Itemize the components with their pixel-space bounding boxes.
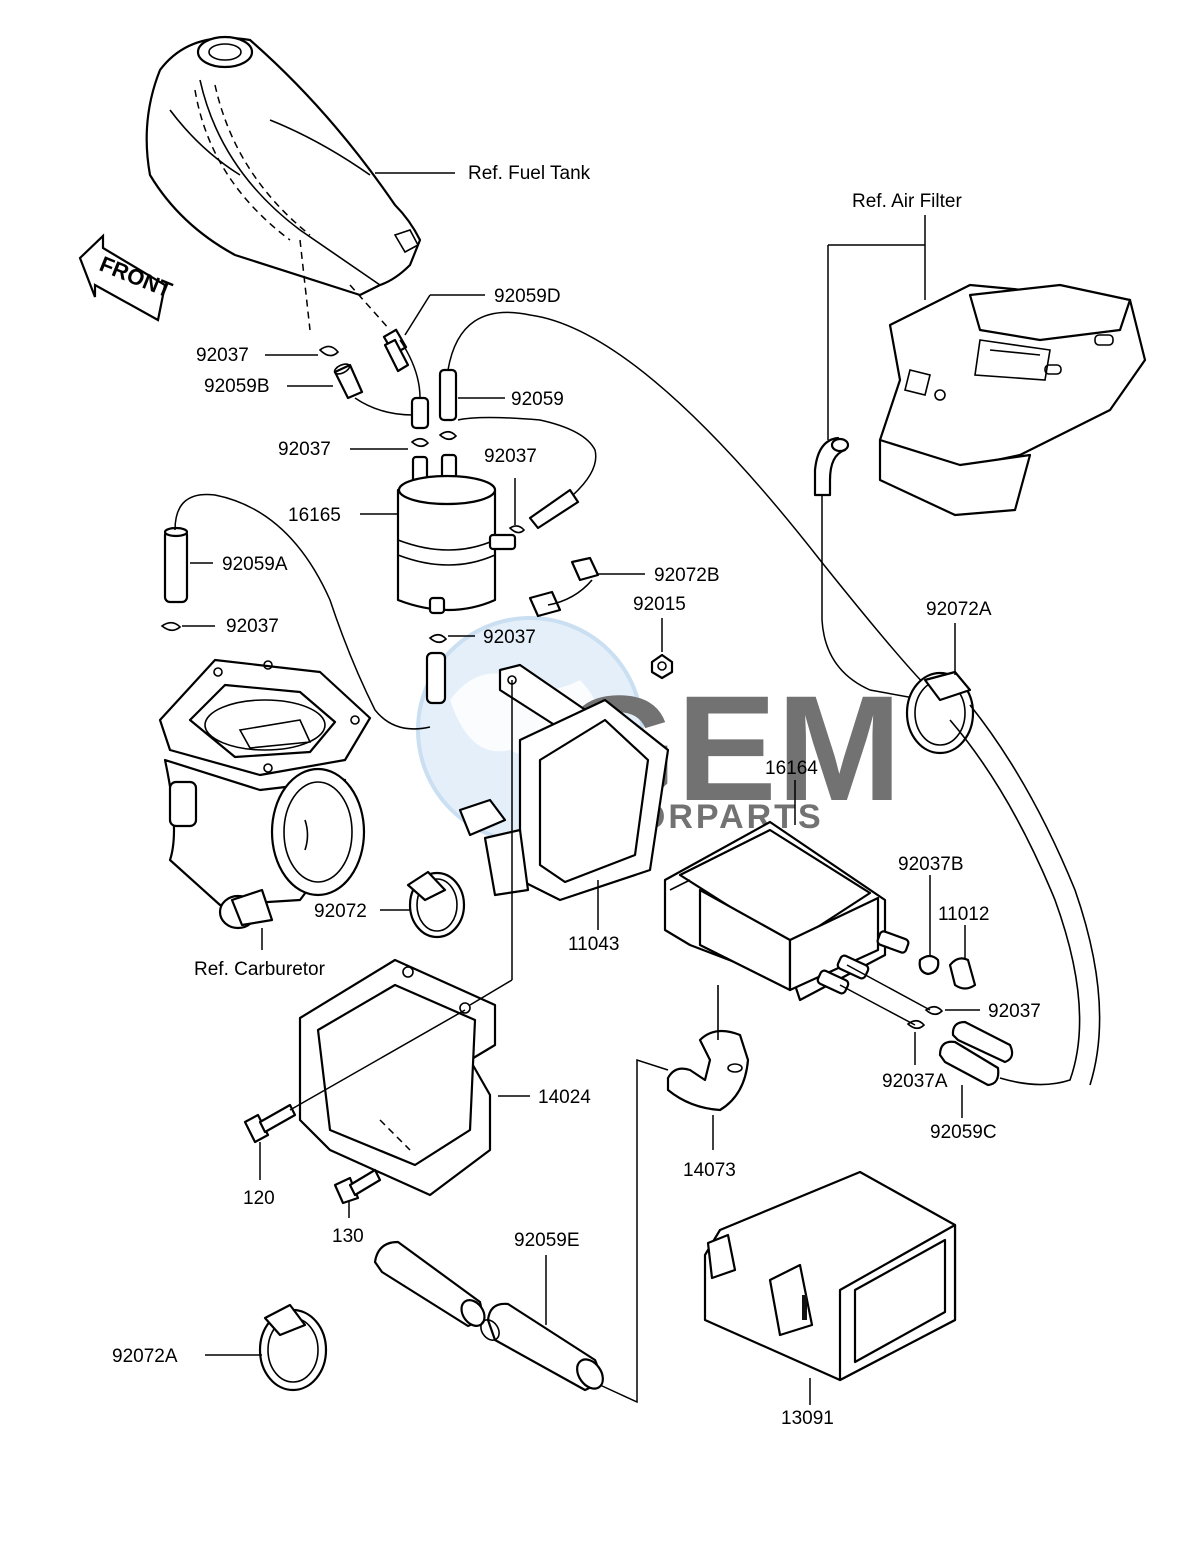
- label-92037-e: 92037: [483, 627, 536, 648]
- clamp-92072A-top: [905, 670, 975, 755]
- hose-filter-outlet: [425, 651, 447, 705]
- label-92072A-bottom: 92072A: [112, 1346, 178, 1367]
- clip-92037-right: [924, 1005, 944, 1016]
- clamp-92072A-bottom: [258, 1303, 328, 1392]
- label-92072A-top: 92072A: [926, 599, 992, 620]
- clamp-92072: [406, 870, 466, 939]
- label-92037-a: 92037: [196, 345, 249, 366]
- label-92037-b: 92037: [278, 439, 331, 460]
- bolt-120: [243, 1103, 297, 1144]
- fuel-filter-16165: [396, 453, 517, 615]
- label-ref-carburetor: Ref. Carburetor: [194, 959, 326, 980]
- label-92059B: 92059B: [204, 376, 270, 397]
- clip-92037-left: [160, 621, 182, 632]
- label-13091: 13091: [781, 1408, 834, 1429]
- label-92059D: 92059D: [494, 286, 561, 307]
- label-11012: 11012: [938, 904, 989, 925]
- label-11043: 11043: [568, 934, 619, 955]
- label-92059A: 92059A: [222, 554, 288, 575]
- cover-11043: [458, 663, 670, 902]
- cap-11012: [948, 957, 977, 990]
- clip-92037A: [906, 1019, 926, 1030]
- label-92072B: 92072B: [654, 565, 720, 586]
- hose-92059E: [373, 1240, 604, 1392]
- front-arrow-icon: FRONT: [78, 233, 176, 322]
- label-92072: 92072: [314, 901, 367, 922]
- bolt-130: [333, 1168, 382, 1205]
- clip-92037: [318, 345, 340, 357]
- label-16164: 16164: [765, 758, 818, 779]
- canister-16164: [663, 820, 910, 1002]
- hose-92059A: [163, 528, 189, 604]
- carburetor: [158, 658, 372, 930]
- cover-13091: [703, 1170, 957, 1382]
- label-ref-fuel-tank: Ref. Fuel Tank: [468, 163, 591, 184]
- label-92037-d: 92037: [226, 616, 279, 637]
- label-92015: 92015: [633, 594, 686, 615]
- label-14073: 14073: [683, 1160, 736, 1181]
- label-92059E: 92059E: [514, 1230, 580, 1251]
- clamp-92072B: [528, 556, 600, 618]
- label-92037B: 92037B: [898, 854, 964, 875]
- label-130: 130: [332, 1226, 364, 1247]
- label-92037-c: 92037: [484, 446, 537, 467]
- clip-92037B: [918, 954, 940, 976]
- label-92059C: 92059C: [930, 1122, 997, 1143]
- hose-right-filter: [528, 488, 580, 530]
- cover-14024: [298, 958, 497, 1197]
- label-14024: 14024: [538, 1087, 591, 1108]
- elbow-14073: [666, 985, 750, 1112]
- air-filter: [878, 283, 1147, 517]
- hose-92059-left: [410, 396, 430, 430]
- hose-92059: [438, 368, 458, 422]
- nut-92015: [650, 653, 674, 680]
- label-92037-f: 92037: [988, 1001, 1041, 1022]
- hose-92059C: [938, 1020, 1014, 1087]
- fuel-tank: [145, 35, 422, 331]
- label-92059: 92059: [511, 389, 564, 410]
- label-16165: 16165: [288, 505, 341, 526]
- label-92037A: 92037A: [882, 1071, 948, 1092]
- hose-92059D: [382, 328, 410, 373]
- label-ref-air-filter: Ref. Air Filter: [852, 191, 962, 212]
- label-120: 120: [243, 1188, 275, 1209]
